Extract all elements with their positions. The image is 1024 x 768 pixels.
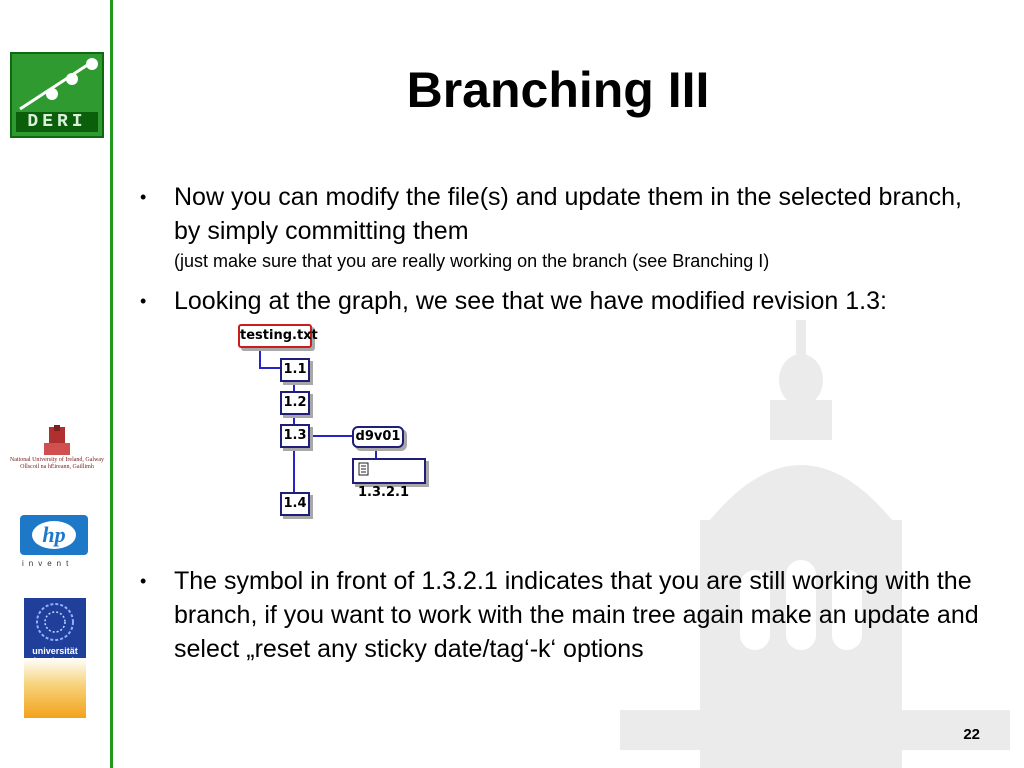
bullet-text: Now you can modify the file(s) and updat…: [174, 180, 986, 272]
hp-logo-box: hp: [20, 515, 88, 555]
page-number: 22: [963, 726, 980, 743]
bullet-text: Looking at the graph, we see that we hav…: [174, 287, 887, 315]
bullet-marker: •: [140, 291, 147, 311]
innsbruck-logo-top: universität innsbruck: [24, 598, 86, 666]
revision-node[interactable]: 1.3: [280, 424, 310, 448]
innsbruck-seal-icon: [36, 603, 74, 641]
hp-logo-mark: hp: [32, 521, 76, 549]
deri-logo-graphic: [19, 58, 98, 111]
innsbruck-logo: universität innsbruck: [24, 598, 86, 718]
deri-logo-text: DERI: [16, 112, 98, 132]
deri-logo: DERI: [10, 52, 104, 138]
file-node[interactable]: testing.txt: [238, 324, 318, 348]
branch-revision-label: 1.3.2.1: [358, 485, 409, 500]
nuig-crest-icon: [44, 425, 70, 455]
revision-node[interactable]: 1.2: [280, 391, 310, 415]
bullet-marker: •: [140, 571, 147, 591]
hp-logo-tagline: invent: [22, 559, 74, 568]
building-watermark: [620, 320, 1010, 768]
revision-graph: testing.txt 1.1 1.2 1.3 1.4 d9v01 1.3.2.…: [236, 320, 446, 520]
graph-connector: [259, 348, 280, 369]
nuig-logo-text: National University of Ireland, Galway O…: [9, 457, 105, 470]
bullet-marker: •: [140, 187, 147, 207]
nuig-logo: National University of Ireland, Galway O…: [4, 425, 110, 477]
logo-sidebar: DERI National University of Ireland, Gal…: [0, 0, 110, 768]
revision-node[interactable]: 1.1: [280, 358, 310, 382]
innsbruck-logo-bottom: [24, 658, 86, 718]
branch-revision-node[interactable]: 1.3.2.1: [352, 458, 426, 500]
bullet-text: The symbol in front of 1.3.2.1 indicates…: [174, 567, 979, 663]
slide-title: Branching III: [406, 62, 710, 118]
bullet-subtext: (just make sure that you are really work…: [174, 251, 770, 271]
branch-tag-node[interactable]: d9v01: [352, 426, 404, 448]
hp-logo: hp invent: [20, 515, 94, 571]
revision-node[interactable]: 1.4: [280, 492, 310, 516]
document-icon: [358, 462, 369, 476]
bullet-main-text: Now you can modify the file(s) and updat…: [174, 183, 962, 245]
revision-graph-lines: [259, 348, 377, 505]
sidebar-divider: [110, 0, 113, 768]
